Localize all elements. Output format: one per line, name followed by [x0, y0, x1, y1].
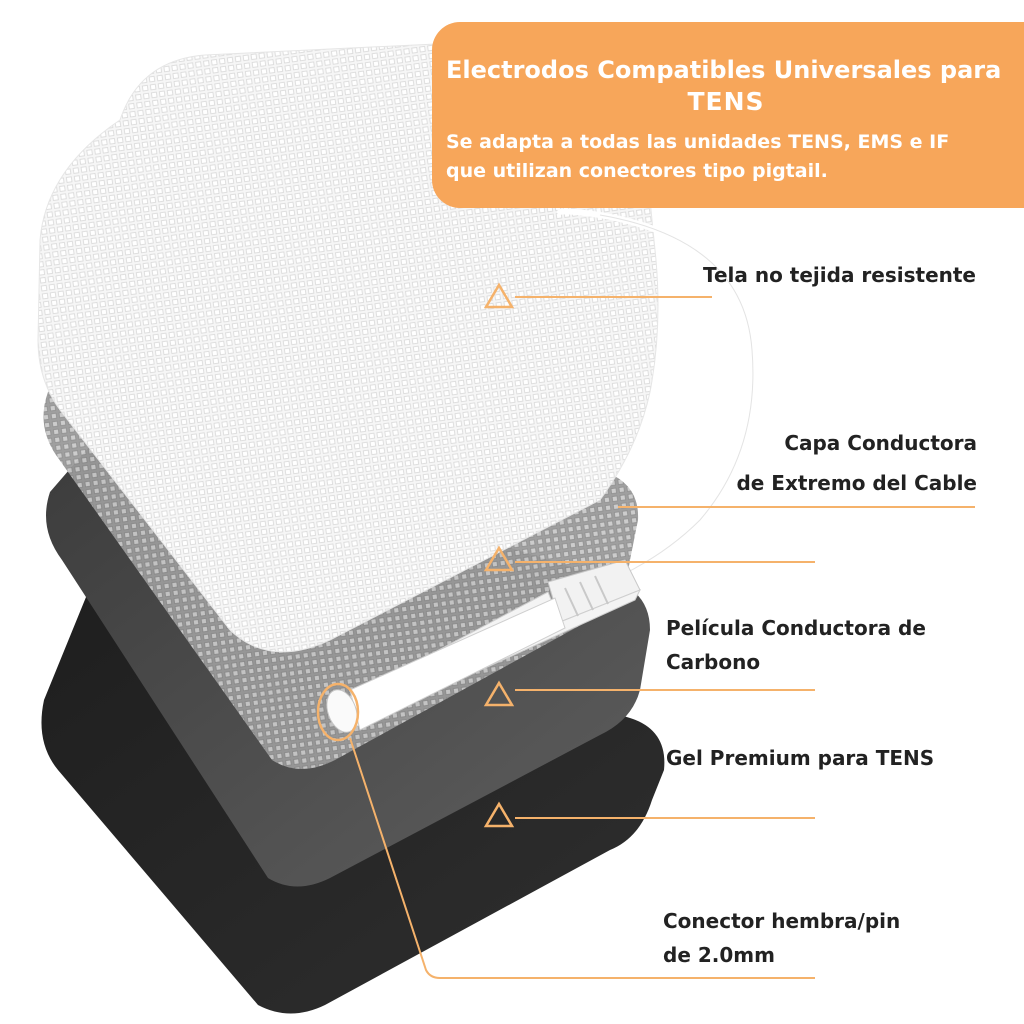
banner-subtitle-line1: Se adapta a todas las unidades TENS, EMS… [446, 131, 950, 153]
label-gel: Gel Premium para TENS [666, 746, 935, 770]
banner-subtitle-line2: que utilizan conectores tipo pigtail. [446, 160, 828, 182]
label-conductive-line2: de Extremo del Cable [736, 471, 977, 495]
leader-lines [349, 296, 975, 979]
triangle-markers [483, 282, 515, 828]
marker-carbon [483, 680, 515, 707]
label-connector-line1: Conector hembra/pin [663, 909, 901, 933]
connector-highlight-circle [316, 682, 360, 742]
banner-title-line1: Electrodos Compatibles Universales para [446, 56, 1002, 84]
label-carbon-line1: Película Conductora de [666, 616, 926, 640]
label-conductive-line1: Capa Conductora [784, 431, 977, 455]
marker-gel [483, 801, 515, 828]
label-connector-line2: de 2.0mm [663, 943, 775, 967]
header-banner [432, 22, 1024, 208]
banner-subtitle: Se adapta a todas las unidades TENS, EMS… [446, 128, 1006, 186]
banner-title-line2: TENS [687, 87, 765, 116]
marker-conductive [483, 545, 515, 572]
label-fabric: Tela no tejida resistente [703, 263, 976, 287]
marker-fabric [483, 282, 515, 309]
label-carbon-line2: Carbono [666, 650, 761, 674]
connector-plug [326, 559, 642, 733]
